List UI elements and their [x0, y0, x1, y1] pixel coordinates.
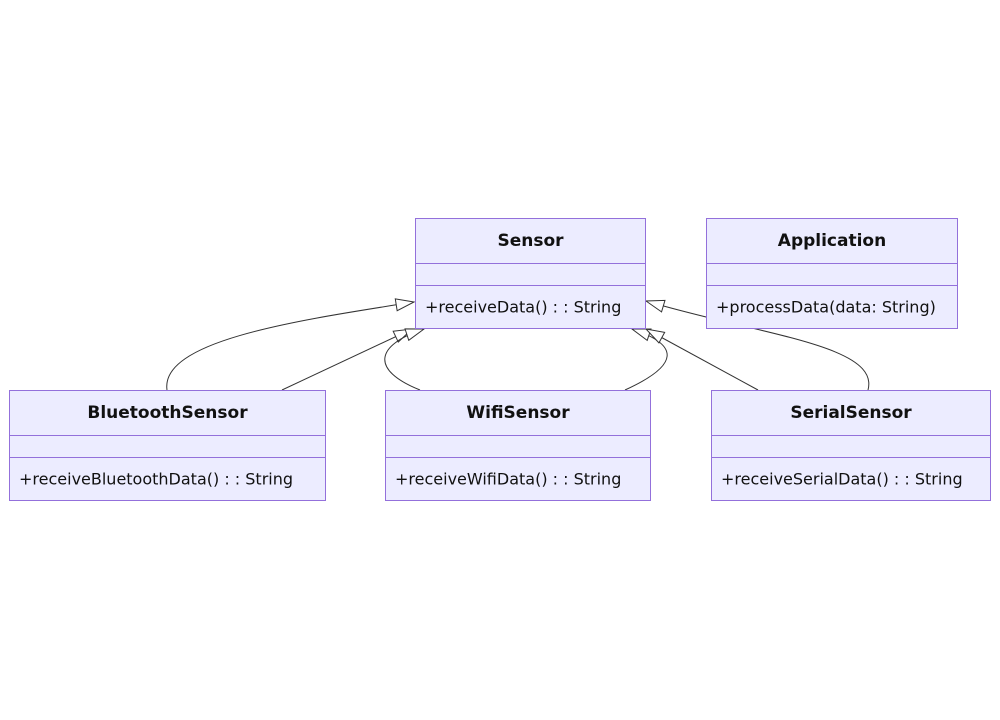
- edge-wifi-sensor-right: [624, 329, 668, 391]
- class-application-methods: +processData(data: String): [707, 285, 957, 328]
- class-wifi-sensor-attributes: [386, 435, 650, 458]
- class-bluetooth-sensor-methods: +receiveBluetoothData() : : String: [10, 457, 325, 500]
- class-application-title: Application: [777, 231, 887, 251]
- class-wifi-sensor-title: WifiSensor: [466, 403, 570, 423]
- edge-application-sensor: [646, 301, 870, 391]
- class-bluetooth-sensor-method: +receiveBluetoothData() : : String: [19, 469, 294, 489]
- class-bluetooth-sensor-title: BluetoothSensor: [87, 403, 248, 423]
- edge-wifi-sensor-left: [384, 329, 424, 391]
- class-wifi-sensor: WifiSensor +receiveWifiData() : : String: [385, 390, 651, 501]
- class-sensor: Sensor +receiveData() : : String: [415, 218, 646, 329]
- class-bluetooth-sensor-attributes: [10, 435, 325, 458]
- class-wifi-sensor-methods: +receiveWifiData() : : String: [386, 457, 650, 500]
- class-application-attributes: [707, 263, 957, 286]
- class-application-method: +processData(data: String): [716, 297, 936, 317]
- class-serial-sensor-method: +receiveSerialData() : : String: [721, 469, 963, 489]
- class-sensor-title: Sensor: [497, 231, 564, 251]
- class-application: Application +processData(data: String): [706, 218, 958, 329]
- class-sensor-attributes: [416, 263, 645, 286]
- class-sensor-methods: +receiveData() : : String: [416, 285, 645, 328]
- edge-bluetooth-sensor-realize: [281, 329, 412, 391]
- class-serial-sensor-title: SerialSensor: [790, 403, 912, 423]
- class-serial-sensor-methods: +receiveSerialData() : : String: [712, 457, 990, 500]
- class-sensor-method: +receiveData() : : String: [425, 297, 622, 317]
- edge-bluetooth-sensor-inherit: [166, 302, 414, 391]
- edge-serial-sensor: [646, 329, 759, 391]
- class-serial-sensor: SerialSensor +receiveSerialData() : : St…: [711, 390, 991, 501]
- class-serial-sensor-attributes: [712, 435, 990, 458]
- class-bluetooth-sensor: BluetoothSensor +receiveBluetoothData() …: [9, 390, 326, 501]
- class-wifi-sensor-method: +receiveWifiData() : : String: [395, 469, 622, 489]
